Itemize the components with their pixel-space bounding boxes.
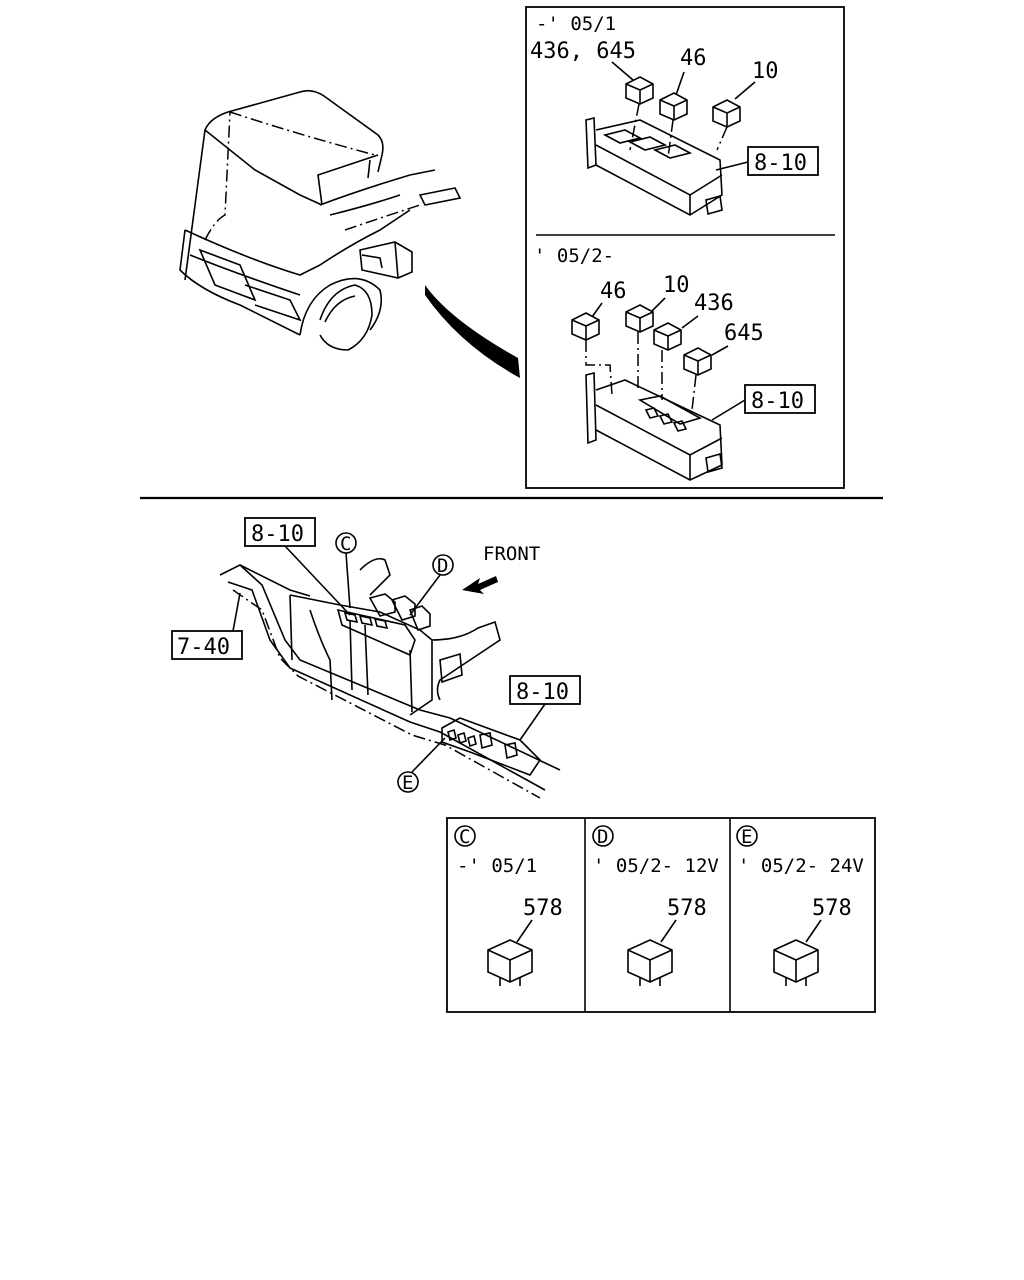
truck-cab-illustration (179, 89, 520, 378)
variant-marker: C (459, 826, 470, 848)
relay-icon (712, 99, 741, 128)
front-label: FRONT (483, 543, 540, 565)
variant-cell-e: E ' 05/2- 24V 578 (736, 825, 864, 986)
lower-part-46: 46 (600, 279, 627, 304)
relay-icon (627, 939, 673, 986)
fuse-box-icon (585, 116, 723, 216)
callout-e: E (402, 772, 413, 794)
relay-icon (625, 76, 654, 105)
relay-icon (487, 939, 533, 986)
variant-table: C -' 05/1 578 D ' 05/2- 12V 578 (446, 817, 876, 1013)
chassis-ref-top: 8-10 (251, 522, 304, 547)
lower-period-label: ' 05/2- (534, 245, 614, 267)
upper-part-436-645: 436, 645 (530, 39, 636, 64)
upper-period-label: -' 05/1 (536, 13, 616, 35)
lower-part-436: 436 (694, 291, 734, 316)
lower-part-10: 10 (663, 273, 690, 298)
variant-period: -' 05/1 (457, 855, 537, 877)
chassis-illustration: 8-10 7-40 8-10 C D E FRONT (171, 517, 581, 799)
relay-icon (683, 347, 712, 376)
callout-c: C (340, 533, 351, 555)
variant-marker: E (741, 826, 752, 848)
chassis-ref-right: 8-10 (516, 680, 569, 705)
relay-icon (571, 312, 600, 341)
lower-part-645: 645 (724, 321, 764, 346)
variant-part-number: 578 (523, 896, 563, 921)
variant-cell-d: D ' 05/2- 12V 578 (592, 825, 719, 986)
variant-part-number: 578 (667, 896, 707, 921)
variant-period: ' 05/2- 12V (593, 855, 719, 877)
lower-ref-label: 8-10 (751, 389, 804, 414)
relay-detail-panel: -' 05/1 436, 645 46 10 8-10 (525, 6, 845, 489)
variant-period: ' 05/2- 24V (738, 855, 864, 877)
variant-marker: D (597, 826, 608, 848)
relay-icon (625, 304, 654, 333)
variant-part-number: 578 (812, 896, 852, 921)
front-arrow-icon (462, 576, 498, 594)
upper-part-10: 10 (752, 59, 779, 84)
upper-ref-label: 8-10 (754, 151, 807, 176)
fuse-box-icon (585, 371, 723, 481)
relay-icon (773, 939, 819, 986)
relay-icon (653, 322, 682, 351)
callout-d: D (437, 555, 448, 577)
chassis-ref-left: 7-40 (177, 635, 230, 660)
upper-part-46: 46 (680, 46, 707, 71)
variant-cell-c: C -' 05/1 578 (454, 825, 563, 986)
relay-icon (659, 92, 688, 121)
